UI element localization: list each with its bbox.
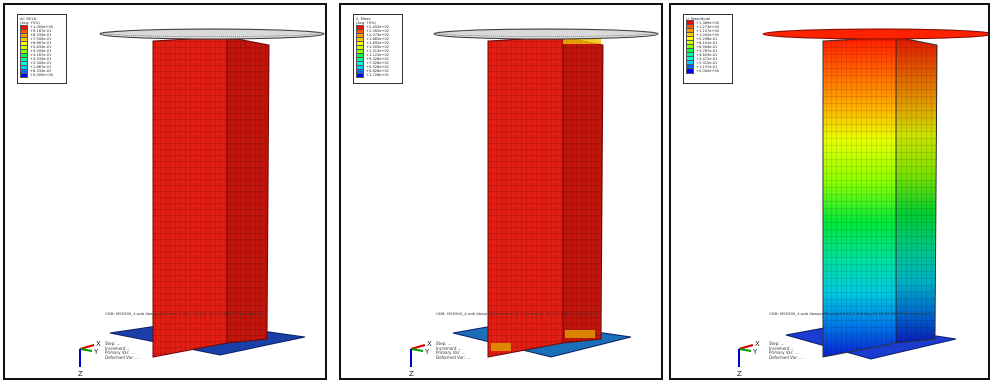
legend-value: +1.313e+02 — [366, 49, 390, 54]
top-plate — [762, 28, 988, 40]
model-view: X Y Z — [78, 28, 325, 378]
top-plate — [99, 28, 325, 40]
svg-text:Y: Y — [752, 348, 758, 356]
svg-text:Y: Y — [424, 348, 430, 356]
column-side-face — [562, 36, 604, 344]
step-line: Step: ... — [769, 341, 785, 346]
odb-info-line: ODB: MSS900_4.odb Abaqus/Standard 6.12-1… — [436, 311, 598, 316]
primary-var-line: Primary Var: ... — [436, 350, 466, 355]
legend-swatch — [686, 68, 694, 74]
legend-value: +6.944e-01 — [696, 45, 718, 50]
increment-line: Increment ... — [105, 345, 131, 351]
primary-var-line: Primary Var: ... — [105, 350, 135, 355]
legend-swatch — [20, 72, 28, 79]
legend-value: +1.693e+02 — [366, 41, 390, 46]
legend-value: +7.500e-01 — [30, 37, 52, 42]
legend-value: +6.667e-01 — [30, 41, 52, 46]
legend-value: +1.157e-01 — [696, 65, 718, 70]
legend-value: +1.728e+01 — [366, 73, 390, 78]
column-side-face — [226, 36, 270, 344]
legend-value: +1.667e-01 — [30, 65, 52, 70]
column-front-face — [487, 36, 564, 358]
legend-row: +0.000e+00 — [686, 68, 730, 74]
legend-value: +1.000e+00 — [30, 25, 54, 30]
odb-info-line: ODB: MSS900_4.odb Abaqus/Standard 6.12-1… — [105, 311, 267, 316]
legend-value: +9.258e-01 — [696, 37, 718, 42]
contour-legend: S, Mises (Avg: 75%) +2.453e+02+2.263e+02… — [353, 14, 403, 84]
legend-value: +9.328e+01 — [366, 57, 390, 62]
legend-value: +8.333e-02 — [30, 69, 52, 74]
viewport-panel-mises[interactable]: S, Mises (Avg: 75%) +2.453e+02+2.263e+02… — [339, 3, 663, 380]
legend-value: +3.628e+01 — [366, 69, 390, 74]
legend-value: +4.167e-01 — [30, 53, 52, 58]
legend-value: +5.787e-01 — [696, 49, 718, 54]
model-view: X Y Z — [737, 28, 988, 378]
legend-value: +9.167e-01 — [30, 29, 52, 34]
legend-value: +4.629e-01 — [696, 53, 718, 58]
svg-text:Z: Z — [409, 370, 414, 378]
step-line: Step: ... — [436, 341, 452, 346]
legend-subtitle: (Avg: 75%) — [20, 21, 40, 26]
legend-value: +1.042e+00 — [696, 33, 720, 38]
legend-value: +1.273e+00 — [696, 25, 720, 30]
legend-value: +1.883e+02 — [366, 37, 390, 42]
svg-text:Z: Z — [737, 370, 742, 378]
increment-line: Increment ... — [769, 345, 795, 351]
legend-value: +0.000e+00 — [696, 69, 720, 74]
step-info: Step: ... Increment ... Primary Var: ...… — [769, 341, 804, 360]
viewport-panel-ac-yield[interactable]: AC YIELD (Avg: 75%) +1.000e+00+9.167e-01… — [3, 3, 327, 380]
top-plate — [433, 28, 659, 40]
legend-value: +7.428e+01 — [366, 61, 390, 66]
legend-value: +8.101e-01 — [696, 41, 718, 46]
contour-legend: U, Magnitude +1.389e+00+1.273e+00+1.157e… — [683, 14, 733, 84]
deformed-var-line: Deformed Var: ... — [105, 354, 140, 360]
legend-value: +5.833e-01 — [30, 45, 52, 50]
legend-value: +5.000e-01 — [30, 49, 52, 54]
column-front-face — [152, 36, 228, 358]
legend-swatch — [356, 72, 364, 79]
axis-triad-icon: X Y Z — [409, 340, 432, 378]
svg-text:X: X — [96, 340, 101, 348]
svg-text:Z: Z — [78, 370, 83, 378]
legend-title: U, Magnitude — [686, 17, 710, 21]
legend-value: +8.333e-01 — [30, 33, 52, 38]
legend-value: +3.333e-01 — [30, 57, 52, 62]
legend-subtitle: (Avg: 75%) — [356, 21, 376, 26]
legend-value: +3.472e-01 — [696, 57, 718, 62]
contour-legend: AC YIELD (Avg: 75%) +1.000e+00+9.167e-01… — [17, 14, 67, 84]
legend-title: AC YIELD — [20, 17, 37, 21]
legend-value: +1.157e+00 — [696, 29, 720, 34]
deformed-var-line: Deformed Var: ... — [436, 354, 471, 360]
step-line: Step: ... — [105, 341, 121, 346]
legend-row: +0.000e+00 — [20, 72, 64, 79]
step-info: Step: ... Increment ... Primary Var: ...… — [105, 341, 140, 360]
increment-line: Increment ... — [436, 345, 462, 351]
viewport-panel-u-magnitude[interactable]: U, Magnitude +1.389e+00+1.273e+00+1.157e… — [669, 3, 990, 380]
legend-value: +0.000e+00 — [30, 73, 54, 78]
legend-value: +1.389e+00 — [696, 21, 720, 26]
deformed-var-line: Deformed Var: ... — [769, 354, 804, 360]
legend-value: +2.500e-01 — [30, 61, 52, 66]
odb-info-line: ODB: MSS900_4.odb Abaqus/Standard 6.12-1… — [769, 311, 931, 316]
legend-value: +5.528e+01 — [366, 65, 390, 70]
svg-text:X: X — [755, 340, 760, 348]
legend-value: +2.073e+02 — [366, 33, 390, 38]
svg-text:X: X — [427, 340, 432, 348]
primary-var-line: Primary Var: ... — [769, 350, 799, 355]
legend-title: S, Mises — [356, 17, 371, 21]
step-info: Step: ... Increment ... Primary Var: ...… — [436, 341, 471, 360]
axis-triad-icon: X Y Z — [737, 340, 760, 378]
legend-value: +2.263e+02 — [366, 29, 390, 34]
svg-text:Y: Y — [93, 348, 99, 356]
legend-value: +1.123e+02 — [366, 53, 390, 58]
legend-value: +2.315e-01 — [696, 61, 718, 66]
model-view: X Y Z — [409, 28, 659, 378]
legend-row: +1.728e+01 — [356, 72, 400, 79]
axis-triad-icon: X Y Z — [78, 340, 101, 378]
legend-value: +2.453e+02 — [366, 25, 390, 30]
legend-value: +1.503e+02 — [366, 45, 390, 50]
